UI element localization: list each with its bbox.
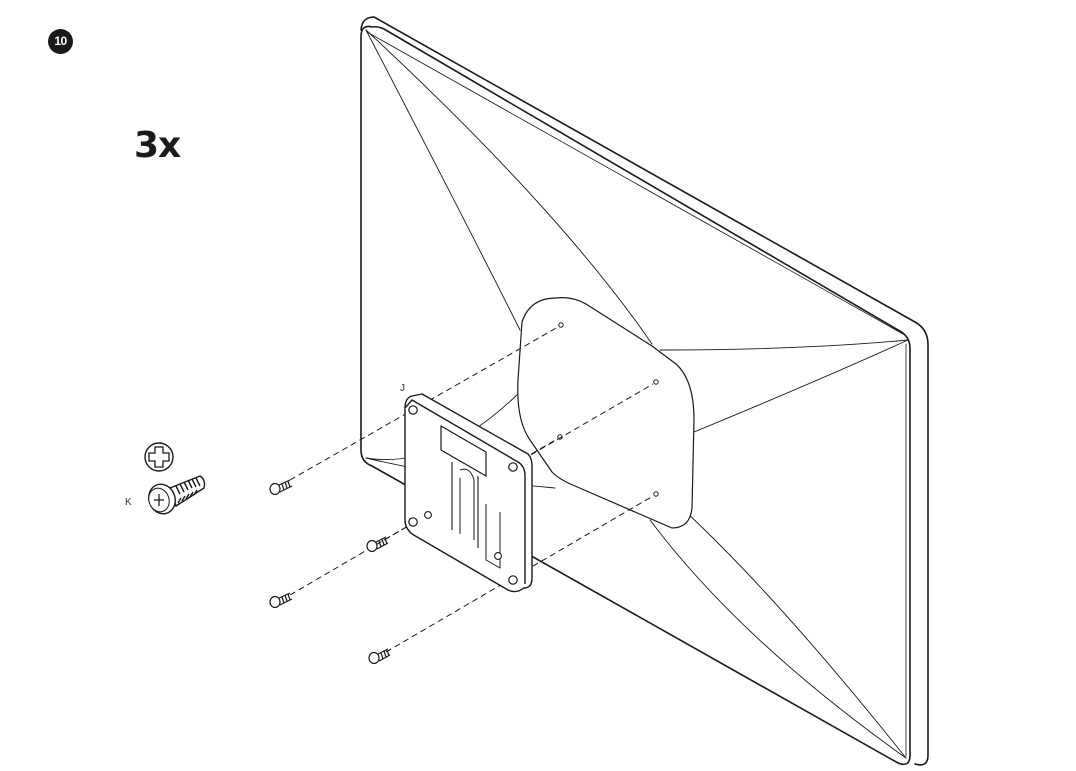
screw-icon bbox=[269, 592, 293, 609]
bracket-part-label: J bbox=[400, 383, 405, 394]
step-number-badge: 10 bbox=[48, 29, 73, 54]
phillips-head-icon bbox=[144, 442, 174, 472]
screw-quantity: 3x bbox=[134, 125, 181, 166]
screw-icon bbox=[366, 536, 389, 553]
monitor-back-panel bbox=[360, 16, 929, 766]
screw-icon bbox=[269, 479, 293, 496]
screw-icon bbox=[368, 648, 391, 665]
screw-k-detail bbox=[148, 475, 206, 515]
mounting-bracket bbox=[404, 393, 533, 593]
screw-part-label: K bbox=[125, 497, 132, 508]
